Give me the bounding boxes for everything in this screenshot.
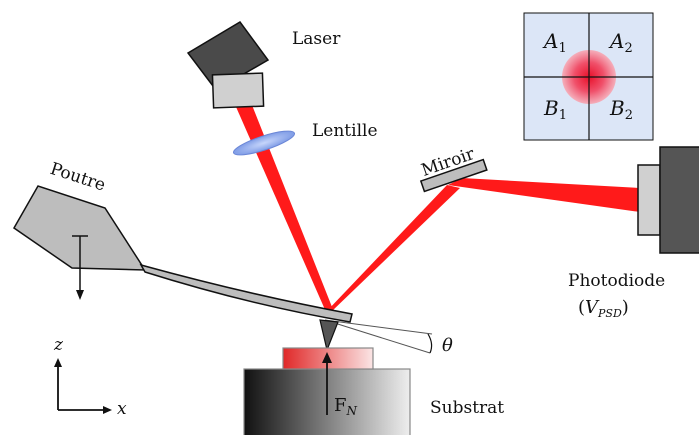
x-axis-label: x [117,399,127,419]
cantilever-beam [139,263,353,323]
z-axis-label: z [53,335,64,355]
laser-label: Laser [292,29,341,49]
theta-angle-indicator [324,319,433,354]
photodiode-icon [637,146,699,254]
cantilever-tip [319,319,339,353]
quadrant-label-b2: B2 [609,96,633,123]
mirror-icon [419,158,488,193]
cantilever-label: Poutre [48,159,108,196]
vpsd-label: (VPSD) [578,297,629,320]
cantilever-chip [13,185,147,271]
axes-icon [54,358,112,414]
force-label: FN [334,395,358,418]
normal-force-arrow [322,352,332,415]
theta-label: θ [442,335,453,356]
quadrant-label-b1: B1 [543,96,567,123]
photodiode-label: Photodiode [568,271,665,291]
lens-label: Lentille [312,121,378,141]
quadrant-label-a1: A1 [542,29,567,56]
laser-beam-incident [233,100,334,312]
laser-beam-to-photodiode [448,178,640,212]
quadrant-label-a2: A2 [608,29,633,56]
deflection-arrow [72,235,88,300]
quadrant-detector [523,12,654,141]
laser-icon [186,21,270,109]
lens-icon [232,130,296,156]
laser-beam-reflected [326,185,460,312]
substrate-label: Substrat [430,398,504,418]
